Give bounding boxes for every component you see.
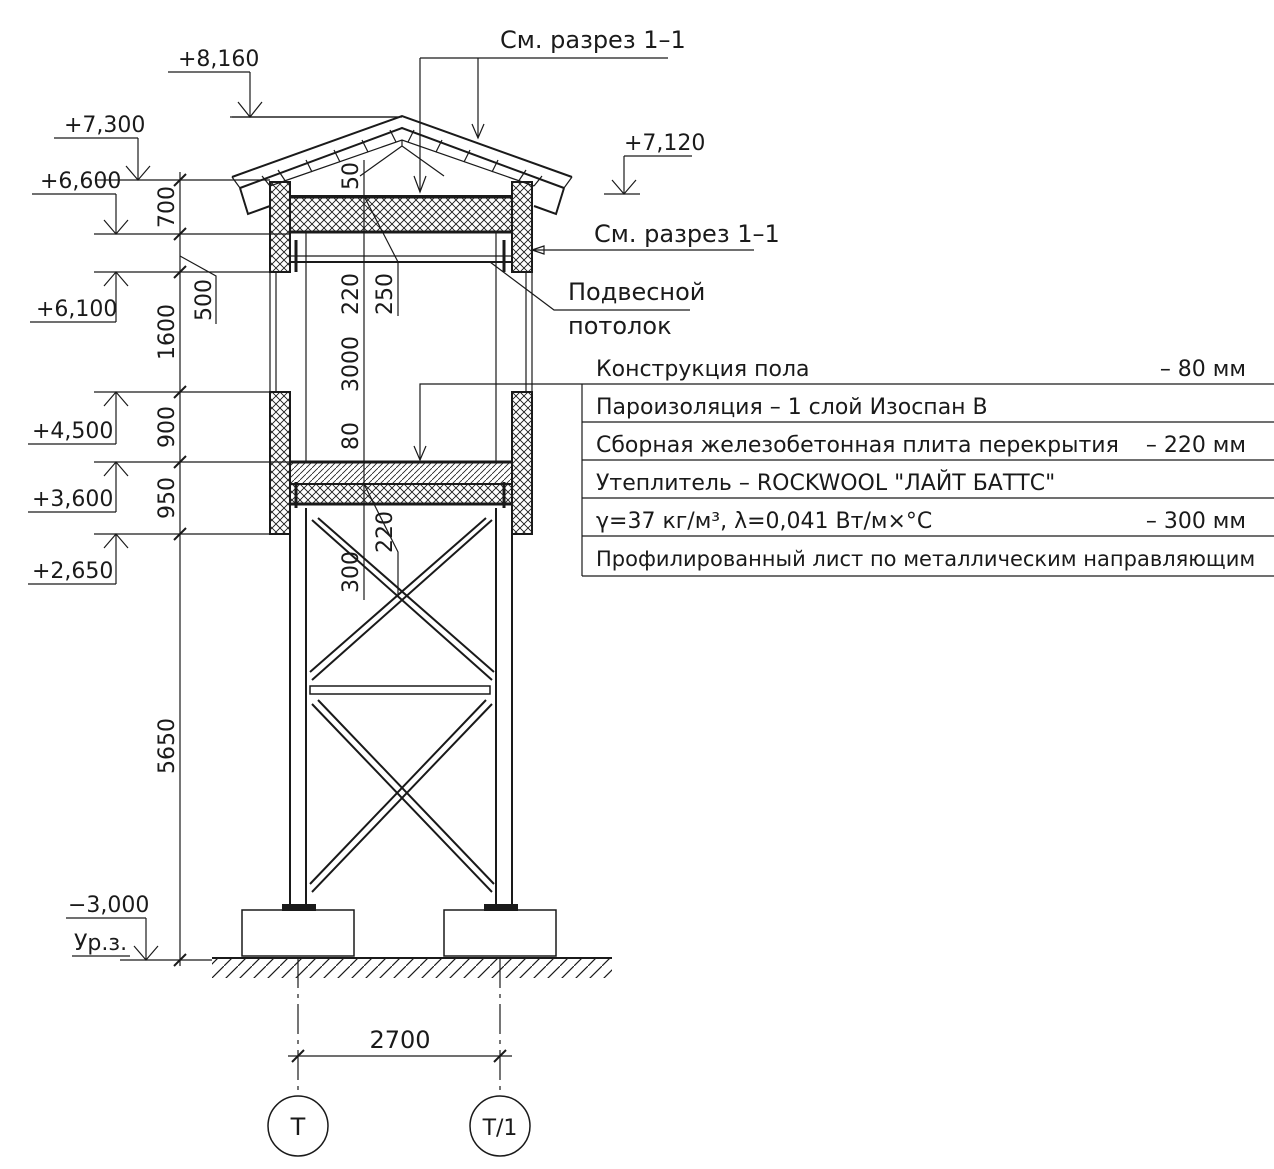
layer-text-5: Профилированный лист по металлическим на… <box>596 547 1255 571</box>
elevation-marks: +8,160 +7,300 +6,600 +6,100 +4,500 +3,60… <box>28 47 398 961</box>
layer-value-2: – 220 мм <box>1146 433 1246 458</box>
right-wall-upper <box>511 181 533 273</box>
layer-text-0: Конструкция пола <box>596 357 810 382</box>
layer-value-4: – 300 мм <box>1146 509 1246 534</box>
axis-bubble-right <box>469 1095 531 1157</box>
dim-80: 80 <box>339 422 364 450</box>
dim-2700: 2700 <box>369 1026 430 1054</box>
dim-700: 700 <box>155 186 180 228</box>
elev-6100: +6,100 <box>36 297 117 322</box>
layer-text-3: Утеплитель – ROCKWOOL "ЛАЙТ БАТТС" <box>596 470 1055 496</box>
section-ref-top: См. разрез 1–1 <box>500 26 686 54</box>
elev-4500: +4,500 <box>32 419 113 444</box>
right-wall-lower <box>511 391 533 535</box>
elev-ground: −3,000 <box>68 893 149 918</box>
dim-50: 50 <box>339 162 364 190</box>
ceiling-label-2: потолок <box>568 312 672 340</box>
elev-3600: +3,600 <box>32 487 113 512</box>
elev-ground-label: Ур.з. <box>74 931 127 956</box>
axis-label-right: Т/1 <box>482 1116 518 1141</box>
layer-text-2: Сборная железобетонная плита перекрытия <box>596 433 1119 458</box>
elev-6600: +6,600 <box>40 169 121 194</box>
support-frame <box>241 508 557 957</box>
floor-layer-table: Конструкция пола – 80 мм Пароизоляция – … <box>581 357 1274 577</box>
dim-250: 250 <box>373 273 398 315</box>
dim-220-bottom: 220 <box>373 511 398 553</box>
callouts: См. разрез 1–1 +7,120 См. разрез 1–1 Под… <box>413 26 780 462</box>
upper-cabin <box>269 181 533 535</box>
roof-slab <box>289 195 513 233</box>
dim-1600: 1600 <box>155 304 180 360</box>
elev-7300: +7,300 <box>64 113 145 138</box>
elev-8160: +8,160 <box>178 47 259 72</box>
floor-slab <box>289 461 513 485</box>
layer-value-0: – 80 мм <box>1160 357 1246 382</box>
dim-900: 900 <box>155 406 180 448</box>
ceiling-label-1: Подвесной <box>568 278 705 306</box>
grid-axes: 2700 Т Т/1 <box>267 958 531 1157</box>
dim-220-top: 220 <box>339 273 364 315</box>
elev-7120: +7,120 <box>624 131 705 156</box>
vertical-dimensions: 700 1600 900 950 5650 500 <box>155 172 217 967</box>
layer-text-1: Пароизоляция – 1 слой Изоспан В <box>596 395 988 420</box>
dim-3000: 3000 <box>339 336 364 392</box>
left-wall-lower <box>269 391 291 535</box>
ground-line <box>212 957 612 978</box>
interior-dimensions: 50 220 250 3000 80 220 300 <box>339 160 399 600</box>
axis-bubble-left <box>267 1095 329 1157</box>
layer-text-4: γ=37 кг/м³, λ=0,041 Вт/м×°С <box>596 509 932 534</box>
dim-950: 950 <box>155 477 180 519</box>
dim-5650: 5650 <box>155 718 180 774</box>
floor-insulation <box>289 483 513 505</box>
dim-300: 300 <box>339 551 364 593</box>
dim-500: 500 <box>192 279 217 321</box>
footing-right <box>443 909 557 957</box>
elev-2650: +2,650 <box>32 559 113 584</box>
axis-label-left: Т <box>290 1113 306 1141</box>
section-ref-side: См. разрез 1–1 <box>594 220 780 248</box>
left-wall-upper <box>269 181 291 273</box>
footing-left <box>241 909 355 957</box>
